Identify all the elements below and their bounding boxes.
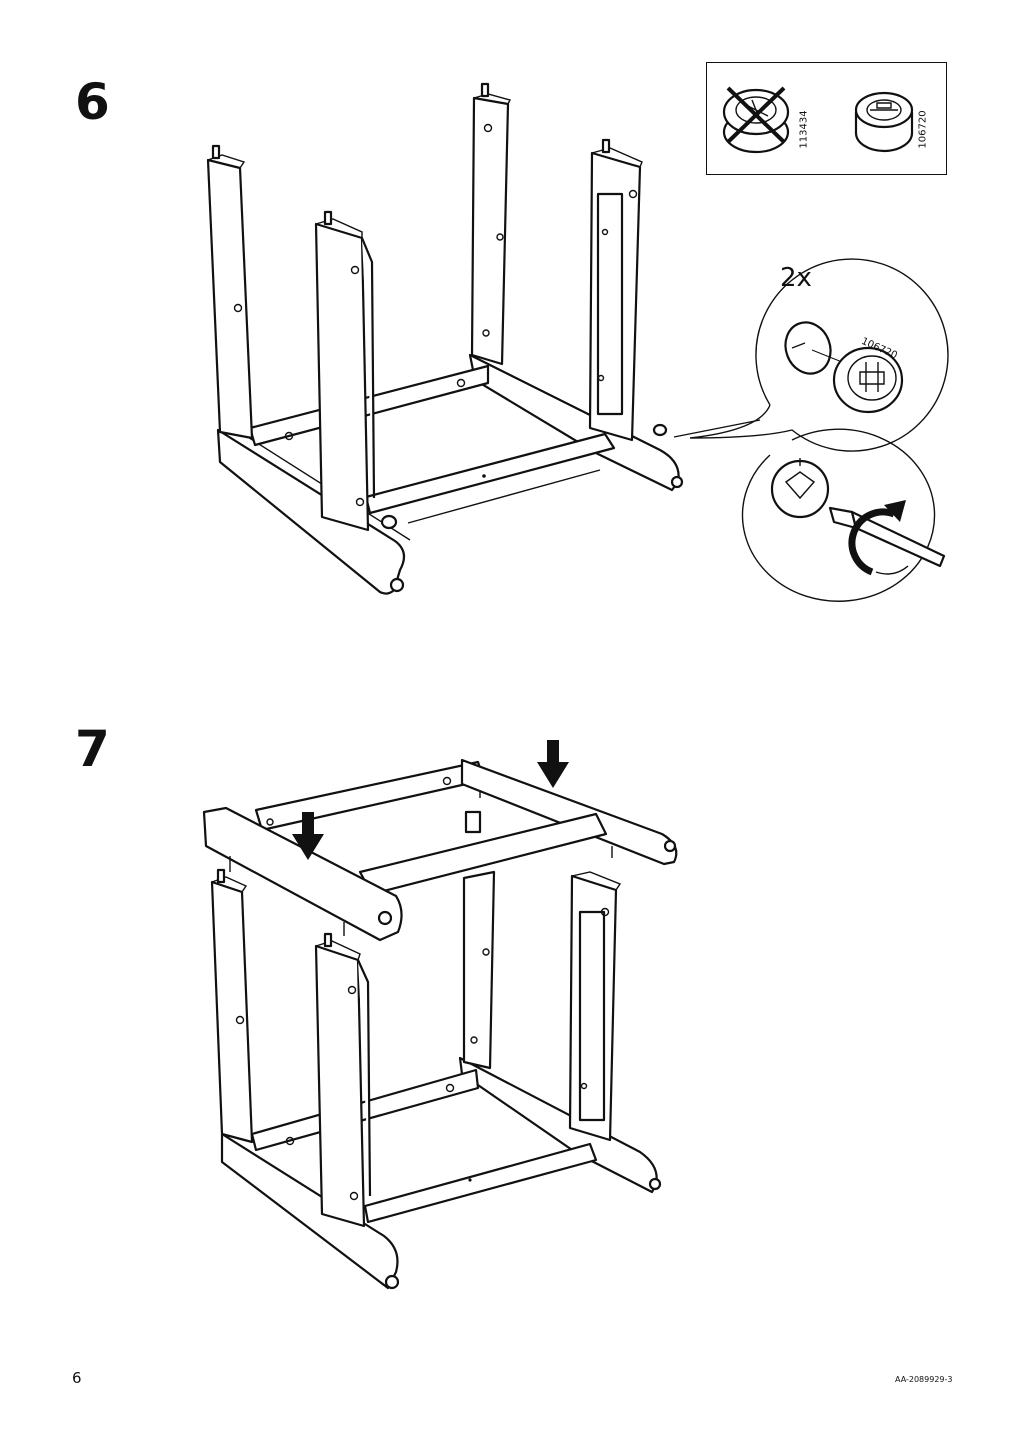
screwdriver-icon [828, 500, 946, 576]
step-7-number: 7 [75, 720, 110, 778]
parts-box [706, 62, 947, 175]
cam-lock-icon [380, 423, 668, 530]
step-6-number: 6 [75, 73, 110, 131]
cam-lock-icon [854, 91, 914, 153]
down-arrow-icon [537, 740, 569, 788]
cam-lock-crossed-icon [722, 86, 790, 154]
document-code: AA-2089929-3 [895, 1375, 953, 1384]
correct-part-code: 106720 [917, 110, 929, 149]
page-number: 6 [72, 1369, 82, 1387]
down-arrow-icon [292, 812, 324, 860]
detail-screwdriver [741, 428, 946, 602]
step-6-frame [206, 82, 761, 595]
detail-insert-cam-lock [689, 258, 949, 452]
crossed-part-code: 113434 [798, 110, 810, 149]
step-7-frame [202, 740, 678, 1290]
quantity-label: 2x [780, 263, 812, 293]
